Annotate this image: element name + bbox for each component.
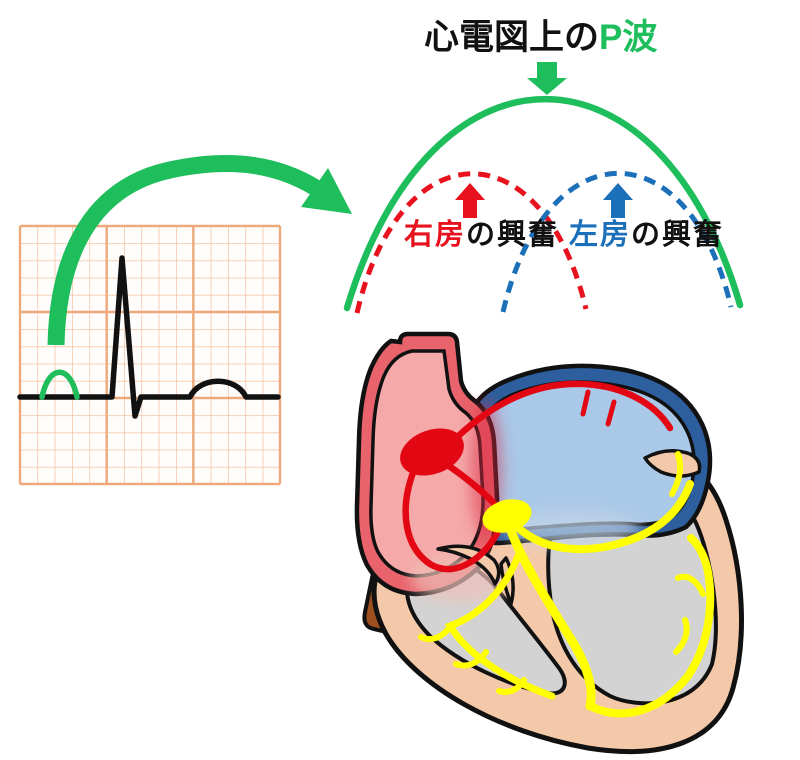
left-bundle-roof — [512, 480, 694, 554]
blue-up-arrow-icon — [603, 183, 633, 218]
bachmann-branch-2 — [605, 399, 617, 427]
red-up-arrow-icon — [455, 183, 485, 218]
right-atrium-wave-curve — [354, 171, 589, 314]
rv-purkinje-hook-2 — [453, 649, 489, 669]
page-title: 心電図上のP波 — [424, 19, 657, 56]
rv-purkinje-hook-3 — [496, 677, 527, 695]
left-bundle-roof-branch — [669, 451, 683, 497]
av-node — [482, 499, 532, 533]
ecg-p-wave-highlight — [39, 369, 80, 400]
ecg-grid — [20, 226, 280, 484]
mitral-leaflet — [643, 449, 702, 478]
bachmann-branch-1 — [580, 389, 591, 417]
bachmann-bundle — [446, 380, 674, 448]
left-bundle-lateral-wall — [586, 534, 715, 718]
left-atrium-wave-curve — [500, 171, 734, 313]
his-bundle-septal-trunk — [505, 523, 596, 711]
green-down-arrow-icon — [527, 62, 567, 95]
right-atrium-term: 右房 — [404, 219, 467, 251]
internodal-pathway-posterior — [402, 466, 503, 573]
right-atrium-suffix: の興奮 — [466, 219, 560, 251]
title-prefix: 心電図上の — [424, 18, 600, 57]
left-atrium-term: 左房 — [569, 219, 632, 251]
sa-node — [400, 428, 464, 476]
rv-purkinje-hook-1 — [418, 621, 455, 643]
ventricular-conduction-system — [418, 451, 715, 718]
p-wave-sum-curve — [343, 96, 744, 312]
lv-purkinje-hook-2 — [673, 617, 690, 655]
atrial-conduction-system — [402, 380, 674, 573]
ecg-panel — [17, 224, 282, 486]
ecg-trace — [17, 255, 281, 419]
heart-illustration — [354, 331, 744, 755]
p-wave-curves — [343, 96, 744, 314]
left-atrium-suffix: の興奮 — [631, 219, 725, 251]
green-curved-arrow-icon — [47, 155, 352, 346]
lv-purkinje-hook-1 — [675, 573, 706, 597]
right-atrium-excitation-label: 右房の興奮 — [404, 220, 559, 251]
title-p-wave: P波 — [599, 18, 658, 57]
left-atrium-excitation-label: 左房の興奮 — [569, 220, 724, 251]
